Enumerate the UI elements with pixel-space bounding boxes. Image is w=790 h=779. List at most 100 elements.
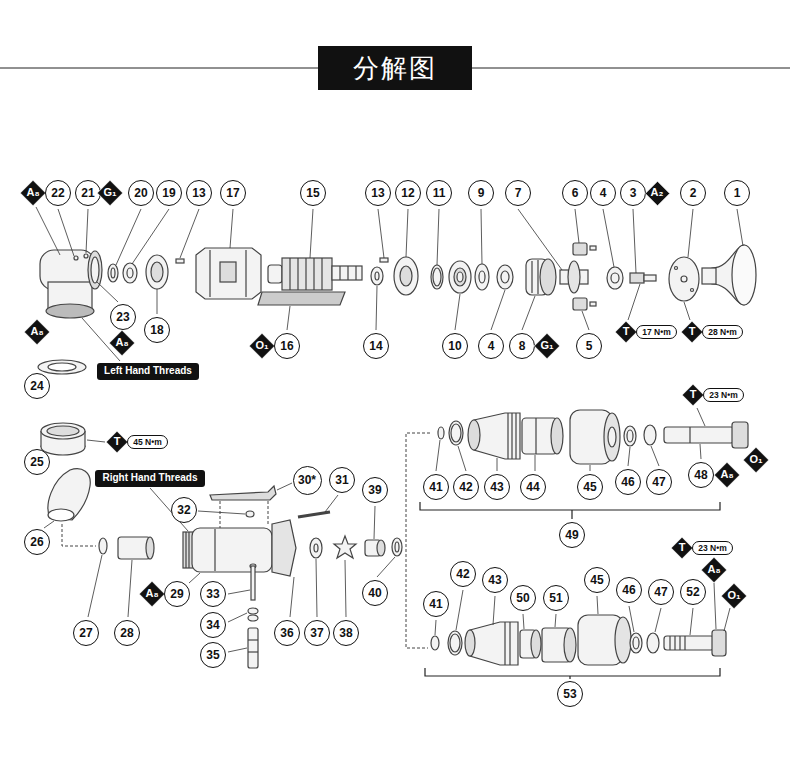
leader-line xyxy=(481,209,482,264)
label-text: 34 xyxy=(206,619,219,632)
label-text: 41 xyxy=(429,481,442,494)
label-text: 36 xyxy=(280,627,293,640)
title-band: 分解图 xyxy=(318,46,472,90)
label-text: 37 xyxy=(310,627,323,640)
part-outline xyxy=(38,243,756,668)
part-outline xyxy=(624,426,636,446)
part-outline xyxy=(531,630,541,658)
part-outline xyxy=(210,486,276,500)
part-outline xyxy=(209,250,210,297)
callout-number: 42 xyxy=(453,474,479,500)
leader-line xyxy=(555,614,556,627)
leader-line xyxy=(157,289,158,314)
part-outline xyxy=(313,258,314,290)
callout-number: 50 xyxy=(510,585,536,611)
callout-number: 33 xyxy=(200,581,226,607)
leader-line xyxy=(87,440,105,442)
label-text: A₈ xyxy=(30,326,43,338)
part-outline xyxy=(272,520,296,576)
spec-diamond: A₈ xyxy=(139,581,165,607)
callout-number: 49 xyxy=(559,522,585,548)
label-text: 12 xyxy=(401,187,414,200)
part-outline xyxy=(314,544,318,552)
spec-diamond: A₂ xyxy=(645,181,670,206)
callout-number: 1 xyxy=(724,180,750,206)
callout-number: 41 xyxy=(423,474,449,500)
part-outline xyxy=(497,265,513,289)
callout-number: 45 xyxy=(584,567,610,593)
spec-diamond: G₁ xyxy=(534,333,560,359)
part-outline xyxy=(297,258,298,290)
label-text: 22 xyxy=(51,187,64,200)
part-outline xyxy=(540,259,556,295)
spec-diamond: A₈ xyxy=(109,330,135,356)
part-outline xyxy=(474,413,520,459)
part-outline xyxy=(664,427,734,443)
part-outline xyxy=(644,425,656,445)
diamond-shape xyxy=(97,180,122,205)
leader-line xyxy=(603,209,614,267)
label-text: 26 xyxy=(30,536,43,549)
label-text: 52 xyxy=(686,586,699,599)
diamond-shape xyxy=(20,180,45,205)
leader-line xyxy=(44,521,54,528)
diamond-shape xyxy=(701,557,726,582)
part-outline xyxy=(450,634,460,652)
label-text: 51 xyxy=(549,592,562,605)
part-outline xyxy=(176,259,184,263)
spec-diamond: T xyxy=(681,321,703,343)
leader-line xyxy=(628,447,630,466)
part-outline xyxy=(214,529,215,571)
label-text: T xyxy=(679,542,686,554)
label-text: 23 N•m xyxy=(709,391,738,400)
label-text: 44 xyxy=(526,481,539,494)
leader-line xyxy=(36,207,60,255)
label-text: 42 xyxy=(456,568,469,581)
part-outline xyxy=(681,276,687,282)
part-outline xyxy=(88,251,102,289)
part-outline xyxy=(246,511,254,517)
callout-number: 46 xyxy=(616,577,642,603)
part-outline xyxy=(305,258,306,290)
part-outline xyxy=(146,255,168,289)
part-outline xyxy=(590,246,596,250)
callout-number: 42 xyxy=(450,561,476,587)
label-text: 17 xyxy=(226,187,239,200)
callout-number: 37 xyxy=(304,620,330,646)
callout-number: 10 xyxy=(442,333,468,359)
label-text: 47 xyxy=(652,476,665,489)
leader-line xyxy=(497,458,498,471)
part-outline xyxy=(431,265,443,289)
group-bracket xyxy=(420,502,720,510)
diamond-shape xyxy=(106,431,128,453)
leader-line xyxy=(228,590,250,594)
part-outline xyxy=(644,275,656,281)
leader-line xyxy=(198,511,245,514)
part-outline xyxy=(146,537,154,559)
part-outline xyxy=(74,256,78,260)
group-bracket xyxy=(420,502,720,679)
label-text: 31 xyxy=(335,474,348,487)
label-text: O₁ xyxy=(255,340,268,352)
label-text: 39 xyxy=(368,484,381,497)
label-text: 19 xyxy=(162,187,175,200)
leader-line xyxy=(86,209,88,253)
leader-line xyxy=(377,557,395,577)
part-outline xyxy=(468,420,480,450)
leader-line xyxy=(345,560,346,617)
diamond-shape xyxy=(714,462,739,487)
thread-note: Right Hand Threads xyxy=(95,470,205,487)
part-outline xyxy=(99,538,107,554)
leader-line xyxy=(435,620,436,635)
label-text: 43 xyxy=(488,574,501,587)
part-outline xyxy=(449,421,463,445)
part-outline xyxy=(251,566,255,600)
dashed-guide xyxy=(220,501,221,528)
part-outline xyxy=(615,617,631,663)
part-outline xyxy=(479,271,485,283)
callout-number: 4 xyxy=(590,180,616,206)
part-outline xyxy=(47,426,79,436)
label-text: A₈ xyxy=(720,469,733,481)
callout-number: 9 xyxy=(468,180,494,206)
leader-line xyxy=(436,440,440,471)
